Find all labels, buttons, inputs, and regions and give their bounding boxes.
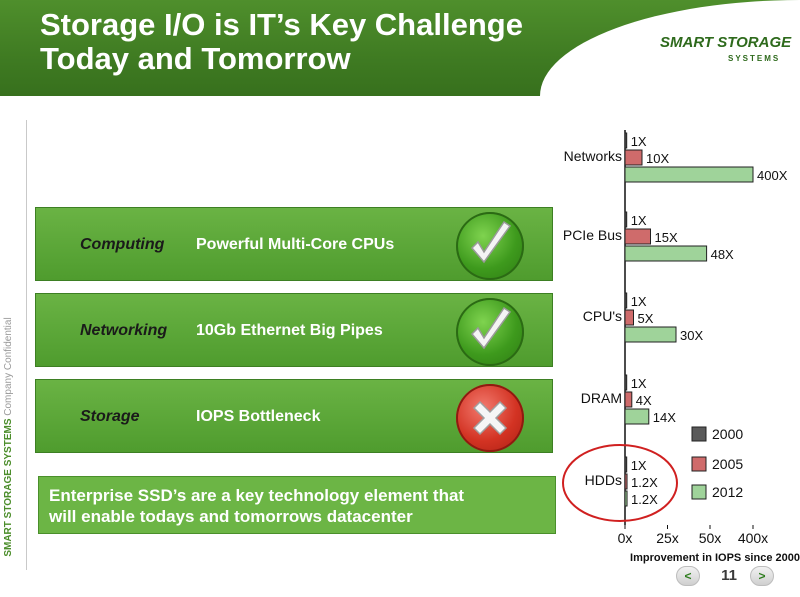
check-icon (456, 212, 524, 280)
slide-pager: < 11 > (676, 566, 780, 588)
slide-header: Storage I/O is IT’s Key Challenge Today … (0, 0, 800, 96)
category-label: CPU's (583, 308, 622, 324)
bar-2012 (624, 326, 677, 343)
row-label: Networking (80, 322, 168, 339)
cross-icon (456, 384, 524, 452)
category-label: PCIe Bus (563, 227, 622, 243)
title-line-2: Today and Tomorrow (40, 41, 351, 76)
bar-2012 (624, 490, 628, 507)
category-label: DRAM (581, 390, 622, 406)
row-storage: Storage IOPS Bottleneck (35, 379, 553, 453)
legend-swatch-2005 (691, 456, 707, 472)
bar-2005 (624, 228, 651, 245)
row-networking: Networking 10Gb Ethernet Big Pipes (35, 293, 553, 367)
data-label: 1X (631, 294, 647, 309)
data-label: 5X (638, 311, 654, 326)
bar-2005 (624, 473, 628, 490)
bar-2000 (624, 211, 628, 228)
row-value: 10Gb Ethernet Big Pipes (196, 322, 383, 339)
summary-text: Enterprise SSD’s are a key technology el… (49, 485, 549, 527)
bar-2000 (624, 374, 628, 391)
data-label: 1X (631, 213, 647, 228)
row-label: Computing (80, 236, 165, 253)
bar-2000 (624, 456, 628, 473)
legend-swatch-2012 (691, 484, 707, 500)
legend-label: 2000 (712, 426, 743, 442)
summary-line-2: will enable todays and tomorrows datacen… (49, 507, 413, 526)
prev-slide-button[interactable]: < (676, 566, 700, 586)
row-computing: Computing Powerful Multi-Core CPUs (35, 207, 553, 281)
data-label: 1X (631, 376, 647, 391)
confidential-note: SMART STORAGE SYSTEMS Company Confidenti… (3, 287, 17, 587)
next-slide-button[interactable]: > (750, 566, 774, 586)
left-divider (26, 120, 27, 570)
highlight-circle (562, 444, 678, 522)
category-label: HDDs (585, 472, 622, 488)
logo-subtext: SYSTEMS (728, 54, 781, 63)
summary-line-1: Enterprise SSD’s are a key technology el… (49, 486, 465, 505)
legend-swatch-2000 (691, 426, 707, 442)
side-brand: SMART STORAGE SYSTEMS (3, 418, 14, 557)
page-number: 11 (721, 567, 737, 584)
data-label: 1.2X (631, 475, 658, 490)
data-label: 14X (653, 410, 676, 425)
logo-text: SMART STORAGE (660, 34, 792, 51)
x-tick-label: 25x (656, 530, 679, 546)
category-label: Networks (564, 148, 622, 164)
bar-2012 (624, 408, 650, 425)
bar-2005 (624, 309, 634, 326)
row-value: IOPS Bottleneck (196, 408, 321, 425)
data-label: 1.2X (631, 492, 658, 507)
legend-label: 2005 (712, 456, 743, 472)
x-tick-label: 50x (699, 530, 722, 546)
bar-2012 (624, 245, 708, 262)
bar-2000 (624, 292, 628, 309)
check-icon (456, 298, 524, 366)
title-line-1: Storage I/O is IT’s Key Challenge (40, 7, 523, 42)
data-label: 48X (711, 247, 734, 262)
x-tick-label: 0x (618, 530, 633, 546)
bar-2000 (624, 132, 628, 149)
data-label: 1X (631, 134, 647, 149)
row-label: Storage (80, 408, 140, 425)
data-label: 15X (655, 230, 678, 245)
bar-2005 (624, 391, 633, 408)
data-label: 400X (757, 168, 788, 183)
row-value: Powerful Multi-Core CPUs (196, 236, 395, 253)
data-label: 30X (680, 328, 703, 343)
x-axis-title: Improvement in IOPS since 2000 (630, 552, 800, 564)
side-rest: Company Confidential (3, 317, 14, 419)
legend-label: 2012 (712, 484, 743, 500)
data-label: 10X (646, 151, 669, 166)
bar-2012 (624, 166, 754, 183)
company-logo: SMART STORAGE SYSTEMS (660, 34, 792, 74)
data-label: 4X (636, 393, 652, 408)
iops-chart: Networks 1X 10X 400X PCIe Bus 1X 15X 48X CPU's 1X… (562, 130, 800, 564)
x-tick-label: 400x (738, 530, 768, 546)
bar-2005 (624, 149, 643, 166)
data-label: 1X (631, 458, 647, 473)
summary-box: Enterprise SSD’s are a key technology el… (38, 476, 556, 534)
slide-title: Storage I/O is IT’s Key Challenge Today … (40, 8, 560, 76)
